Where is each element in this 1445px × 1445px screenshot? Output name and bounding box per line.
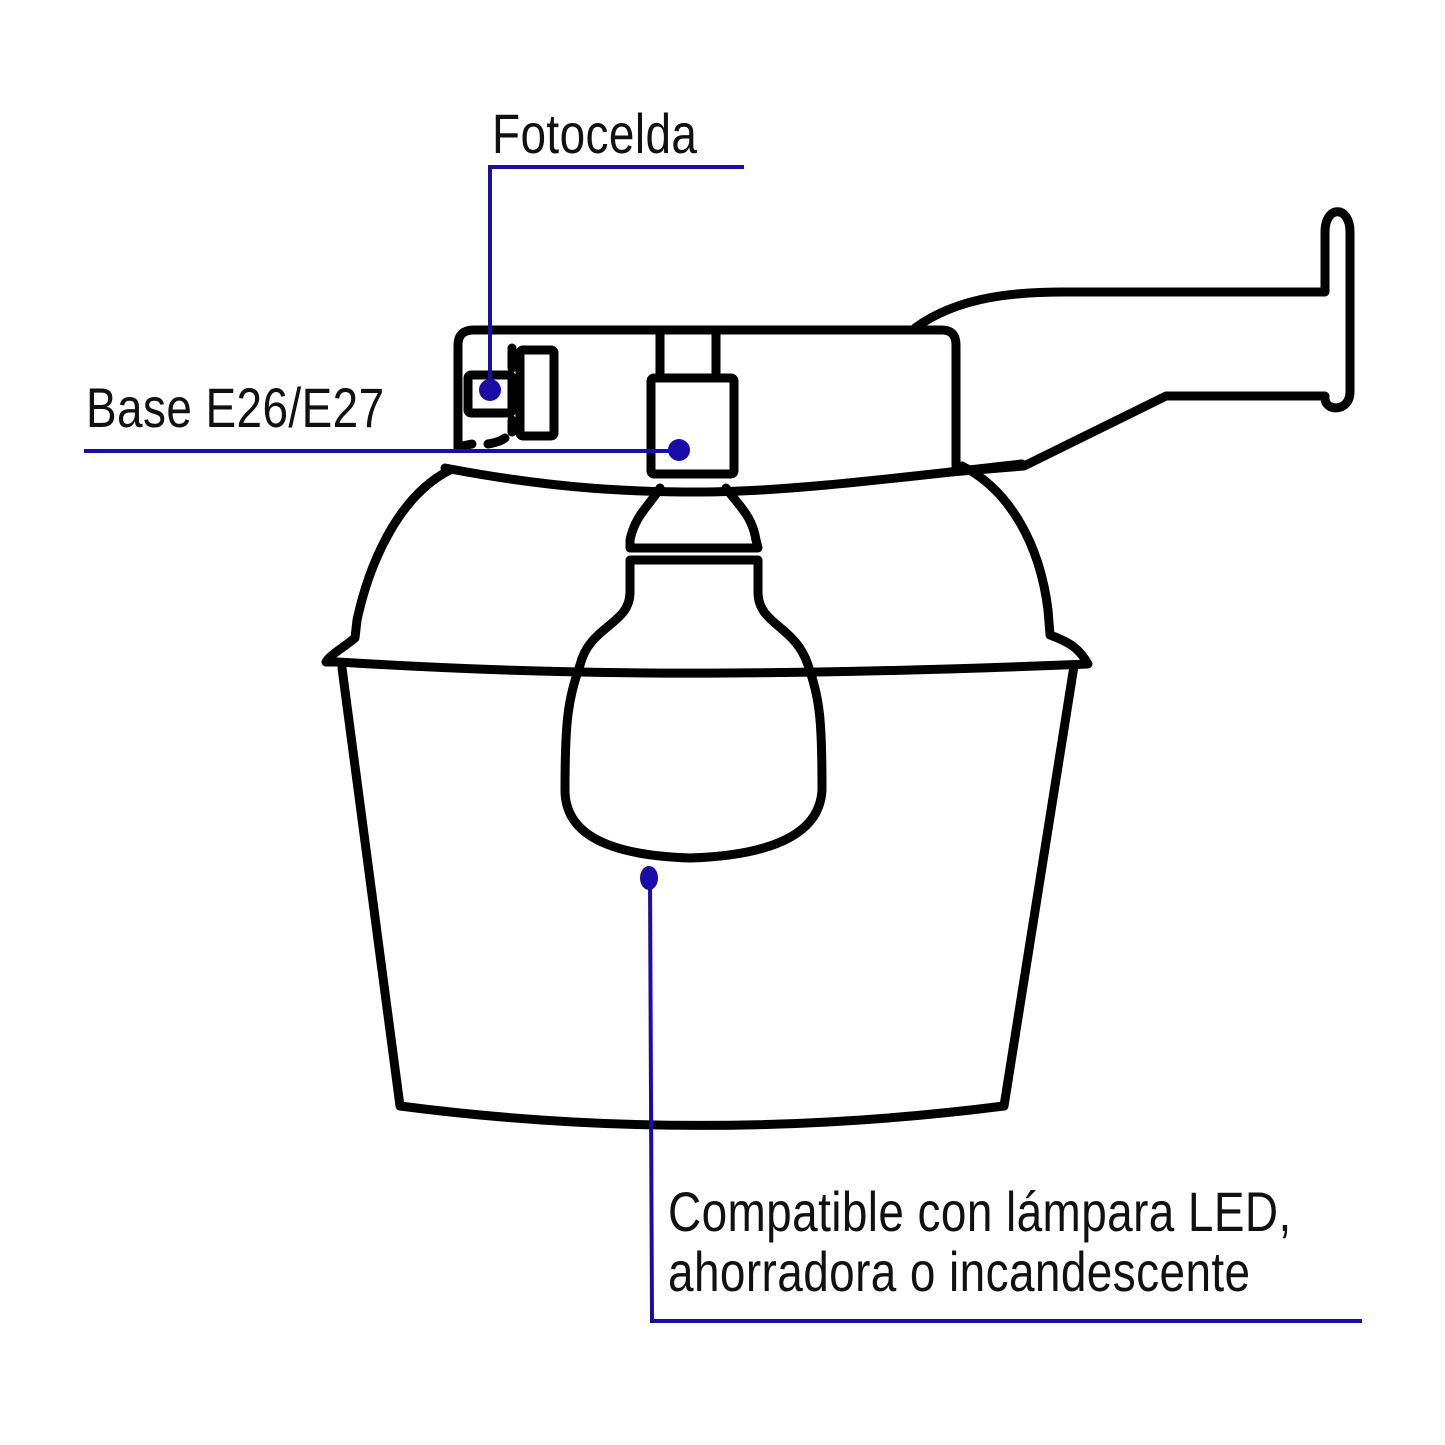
callout-line-fotocelda [488, 165, 744, 390]
photocell-icon [457, 343, 559, 451]
socket-stem-icon [646, 330, 739, 479]
lamp-hood [321, 461, 1093, 678]
callout-label-compatible-line-1: Compatible con lámpara LED, [668, 1180, 1292, 1243]
callout-line-compatible [648, 879, 1362, 1323]
callout-dot-base [668, 439, 690, 461]
callout-lines [84, 165, 1362, 1323]
lamp-shade [337, 661, 1079, 1130]
housing-band [440, 459, 1027, 497]
callout-dot-compatible [640, 866, 658, 890]
bulb-socket-icon [625, 483, 763, 553]
callout-dot-fotocelda [479, 379, 501, 401]
callout-label-compatible-line-2: ahorradora o incandescente [668, 1240, 1251, 1303]
housing-top [453, 325, 961, 471]
callout-label-fotocelda: Fotocelda [492, 102, 698, 165]
callout-dots [479, 379, 690, 890]
bulb-icon [560, 555, 827, 863]
callout-label-compatible: Compatible con lámpara LED, ahorradora o… [668, 1182, 1292, 1302]
wall-arm [910, 207, 1355, 477]
callout-label-base: Base E26/E27 [86, 376, 385, 439]
